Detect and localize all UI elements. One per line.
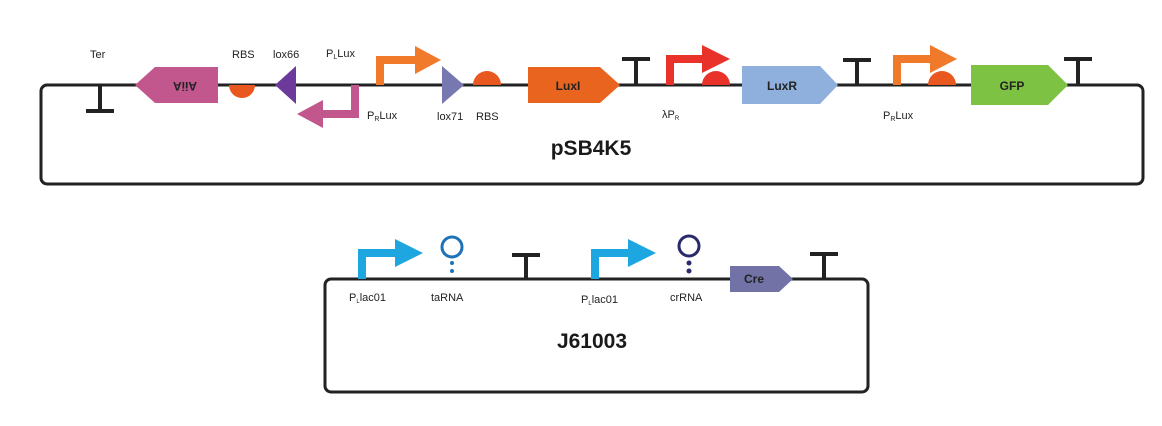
ter-label: Ter <box>90 49 106 61</box>
gfp-label: GFP <box>1000 79 1025 93</box>
terminator-3-icon <box>1064 57 1092 85</box>
tarna-label: taRNA <box>431 292 464 304</box>
luxi-cds: LuxI <box>528 67 620 103</box>
cre-label: Cre <box>744 272 764 286</box>
promoter-lambda-pr-label: λPR <box>662 109 680 122</box>
terminator-2-icon <box>843 58 871 85</box>
lox66-icon <box>275 66 296 104</box>
promoter-pllux-icon <box>376 46 441 85</box>
promoter-prlux-forward-icon <box>893 45 957 85</box>
luxr-cds: LuxR <box>742 66 838 104</box>
promoter-prlux-reverse-icon <box>297 85 359 128</box>
crrna-icon <box>677 234 701 274</box>
plasmid-1-title: pSB4K5 <box>551 137 632 160</box>
plasmid-2-title: J61003 <box>557 330 627 353</box>
promoter-pllux-label: PLLux <box>326 48 355 61</box>
aiia-label: AiiA <box>173 79 197 93</box>
aiia-cds: AiiA <box>135 67 218 103</box>
rbs-4-icon <box>928 71 956 85</box>
promoter-prlux-reverse-label: PRLux <box>367 110 398 123</box>
gfp-cds: GFP <box>971 65 1068 105</box>
rbs-3-icon <box>702 71 730 85</box>
luxi-label: LuxI <box>556 79 581 93</box>
promoter-plac01-2-icon <box>591 239 656 279</box>
promoter-plac01-2-label: PLlac01 <box>581 294 618 307</box>
rbs-1-icon <box>229 85 255 98</box>
crrna-label: crRNA <box>670 292 703 304</box>
promoter-plac01-1-icon <box>358 239 423 279</box>
luxr-label: LuxR <box>767 79 797 93</box>
lox71-icon <box>442 66 464 104</box>
terminator-1-icon <box>622 57 650 85</box>
terminator-5-icon <box>810 252 838 279</box>
terminator-4-icon <box>512 253 540 279</box>
promoter-lambda-pr-icon <box>666 45 730 85</box>
tarna-icon <box>440 235 464 273</box>
promoter-prlux-forward-label: PRLux <box>883 110 914 123</box>
lox66-label: lox66 <box>273 49 299 61</box>
terminator-reverse-icon <box>86 85 114 113</box>
rbs-2-icon <box>473 71 501 85</box>
rbs-2-label: RBS <box>476 111 499 123</box>
cre-cds: Cre <box>730 266 793 292</box>
lox71-label: lox71 <box>437 111 463 123</box>
promoter-plac01-1-label: PLlac01 <box>349 292 386 305</box>
rbs-1-label: RBS <box>232 49 255 61</box>
